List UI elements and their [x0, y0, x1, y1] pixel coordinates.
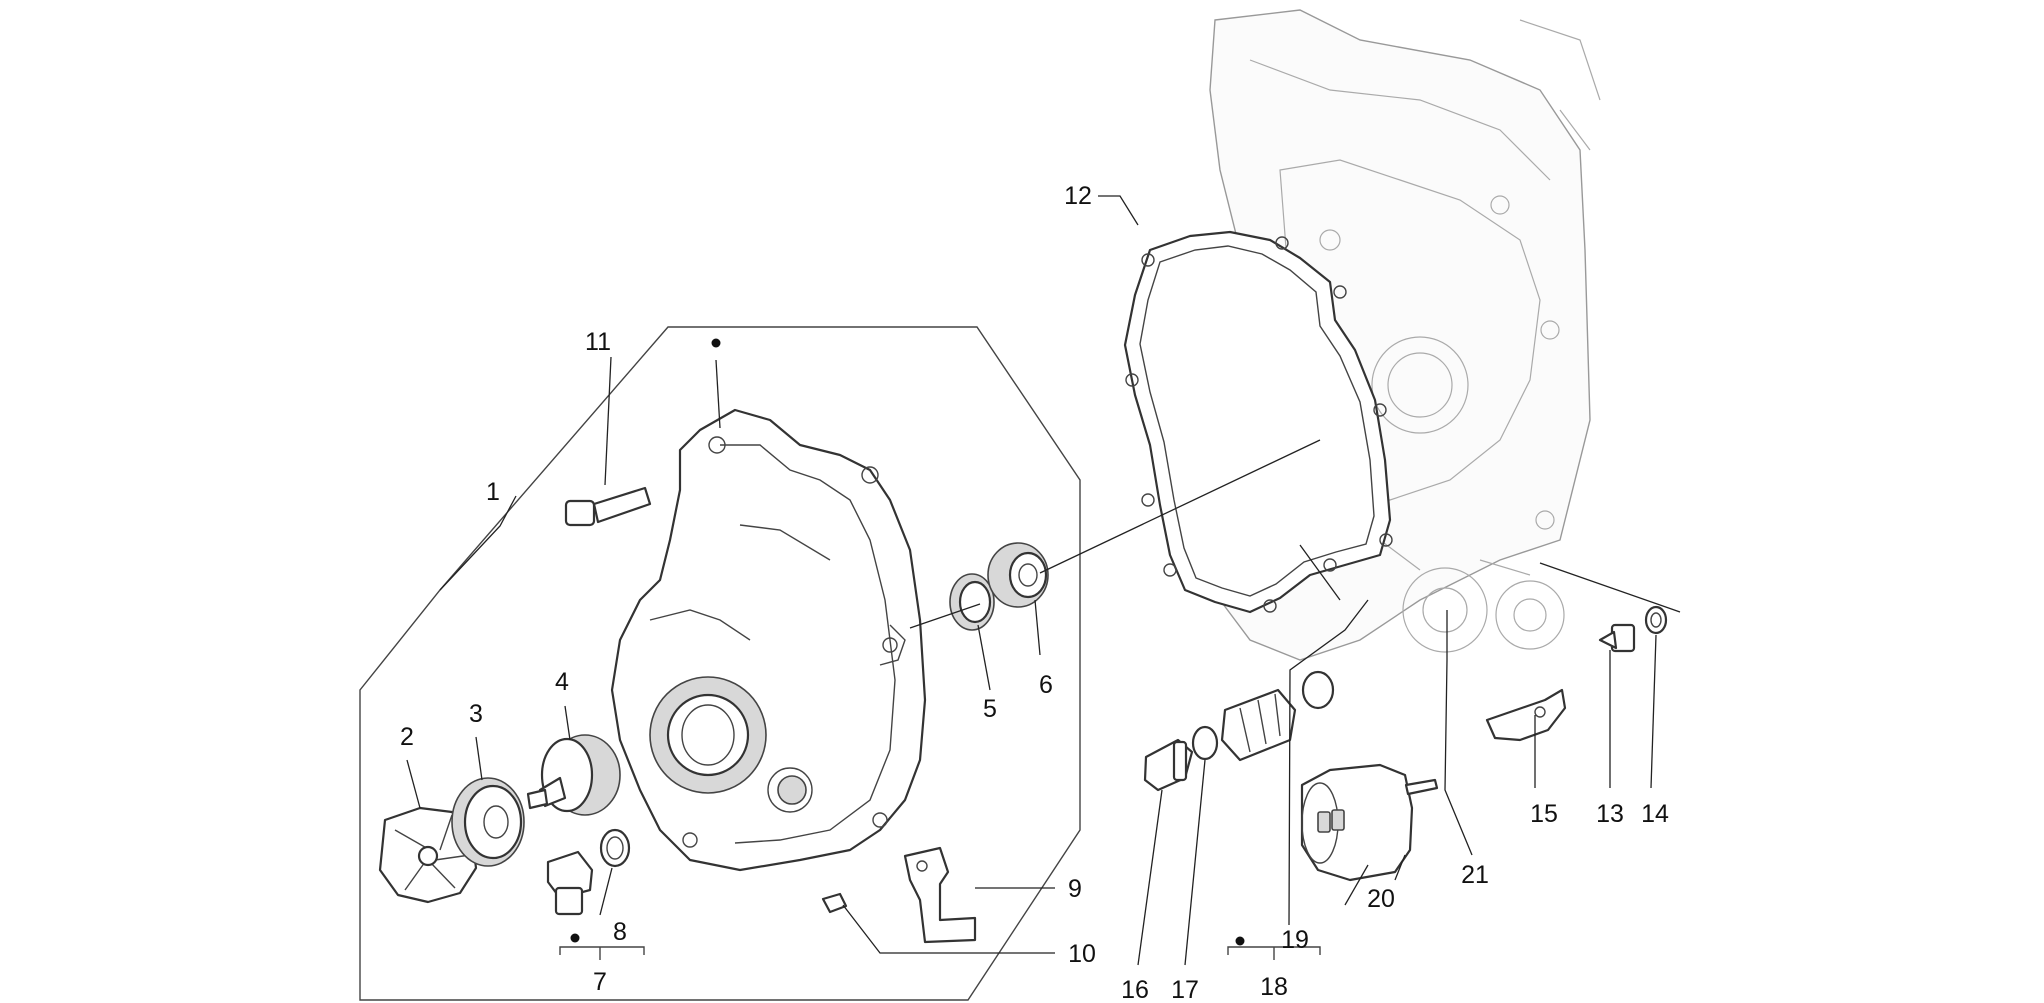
washer-part-14	[1644, 605, 1668, 635]
group-bracket-part-7	[559, 946, 645, 960]
bolt-part-11	[564, 486, 652, 527]
filter-part-18	[1220, 688, 1297, 762]
callout-label-12: 12	[1064, 182, 1092, 210]
callout-label-21: 21	[1461, 861, 1489, 889]
oil-filter-part-20	[1300, 763, 1414, 882]
callout-label-8: 8	[613, 918, 627, 946]
seal-part-5	[949, 573, 995, 631]
callout-label-17: 17	[1171, 976, 1199, 1003]
callout-labels: 1 2 3 4 5 6 7 8 9 10 11 12 13 14 15 16 1…	[400, 182, 1669, 1003]
seal-part-3	[451, 777, 525, 867]
callout-label-6: 6	[1039, 671, 1053, 699]
callout-label-16: 16	[1121, 976, 1149, 1003]
group-frame-part-1	[359, 326, 1081, 1001]
bearing-part-6	[987, 542, 1049, 608]
callout-label-3: 3	[469, 700, 483, 728]
callout-label-7: 7	[593, 968, 607, 996]
o-ring-part-19	[1301, 670, 1335, 710]
callout-label-14: 14	[1641, 800, 1669, 828]
group-marker-dot	[1235, 936, 1245, 946]
sensor-part-13	[1598, 623, 1636, 653]
callout-label-1: 1	[486, 478, 500, 506]
callout-label-2: 2	[400, 723, 414, 751]
clip-part-15	[1485, 688, 1567, 742]
screw-part-10	[821, 892, 848, 914]
o-ring-part-17	[1191, 725, 1219, 761]
callout-label-15: 15	[1530, 800, 1558, 828]
callout-label-5: 5	[983, 695, 997, 723]
group-marker-dot	[711, 338, 721, 348]
group-bracket-part-18	[1227, 946, 1321, 960]
bracket-part-9	[903, 846, 977, 944]
callout-label-4: 4	[555, 668, 569, 696]
callout-label-18: 18	[1260, 973, 1288, 1001]
leader-lines	[406, 195, 1681, 966]
flywheel-cover	[610, 408, 927, 872]
callout-label-10: 10	[1068, 940, 1096, 968]
callout-label-9: 9	[1068, 875, 1082, 903]
callout-label-20: 20	[1367, 885, 1395, 913]
callout-label-11: 11	[585, 328, 611, 356]
stud-part-21	[1404, 778, 1439, 796]
callout-label-13: 13	[1596, 800, 1624, 828]
plug-part-16	[1143, 738, 1194, 792]
pump-shaft-part-4	[526, 734, 621, 816]
drain-plug-part-8	[546, 828, 631, 916]
gasket-part-12	[1123, 230, 1393, 614]
callout-label-19: 19	[1281, 926, 1309, 954]
group-marker-dot	[570, 933, 580, 943]
